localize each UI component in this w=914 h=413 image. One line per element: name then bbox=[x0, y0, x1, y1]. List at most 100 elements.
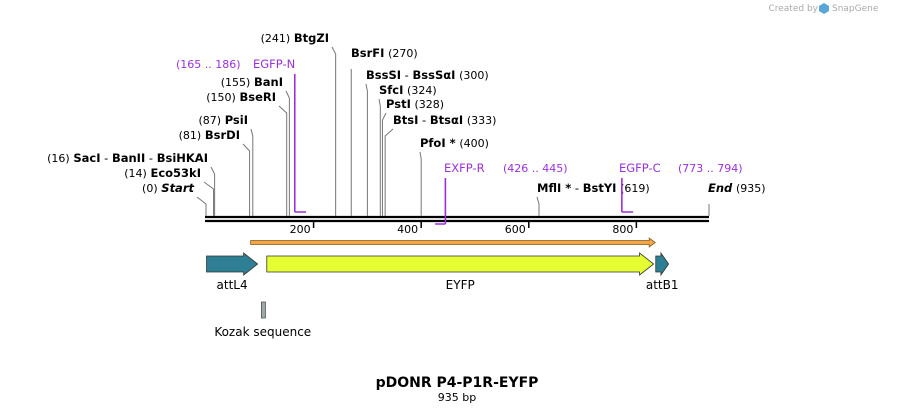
primer-name: EGFP-C bbox=[619, 161, 661, 175]
site-position: (241) bbox=[261, 32, 291, 45]
feature-attb1[interactable]: attB1 bbox=[646, 251, 679, 292]
site-position: (155) bbox=[221, 76, 251, 89]
enzyme-name: BssSαI bbox=[413, 68, 456, 82]
site-line-eco53ki bbox=[203, 181, 215, 216]
enzyme-name: BssSI bbox=[366, 68, 401, 82]
primer-bar bbox=[435, 178, 447, 225]
feature-arrow bbox=[266, 252, 655, 276]
site-line-sfci bbox=[378, 98, 381, 216]
primer-range: (165 .. 186) bbox=[176, 58, 241, 71]
ruler-tick-label: 600 bbox=[505, 223, 526, 236]
site-line-saci bbox=[210, 166, 216, 216]
site-label-pfoi[interactable]: PfoI * (400) bbox=[420, 136, 489, 150]
snapgene-logo-icon bbox=[819, 3, 829, 14]
site-position: (87) bbox=[198, 114, 221, 127]
site-position: (0) bbox=[142, 182, 158, 195]
site-position: (14) bbox=[124, 167, 147, 180]
orf-arrow[interactable] bbox=[250, 237, 656, 248]
primer-name: EXFP-R bbox=[444, 161, 485, 175]
site-label-psii[interactable]: (87) PsiI bbox=[198, 113, 248, 127]
enzyme-name: PfoI bbox=[420, 136, 446, 150]
enzyme-name: PsiI bbox=[225, 113, 248, 127]
primer-exfp-r[interactable]: EXFP-R(426 .. 445) bbox=[435, 161, 568, 225]
credit-brand: SnapGene bbox=[832, 4, 879, 14]
enzyme-name: BstYI bbox=[583, 181, 617, 195]
feature-kozak-sequence[interactable]: Kozak sequence bbox=[214, 301, 311, 339]
site-label-end[interactable]: End (935) bbox=[708, 181, 766, 195]
site-line-btgzi bbox=[331, 46, 337, 216]
primer-range: (773 .. 794) bbox=[678, 162, 743, 175]
site-label-btsi[interactable]: BtsI - BtsαI (333) bbox=[393, 113, 496, 127]
site-label-bsrfi[interactable]: BsrFI (270) bbox=[351, 46, 418, 60]
enzyme-name: BsiHKAI bbox=[157, 151, 208, 165]
site-line-bsrdi bbox=[242, 143, 251, 216]
feature-attl4[interactable]: attL4 bbox=[206, 252, 259, 292]
enzyme-name: BanI bbox=[254, 75, 283, 89]
enzyme-name: SfcI bbox=[379, 83, 403, 97]
site-line-psti bbox=[381, 112, 387, 216]
feature-label: EYFP bbox=[446, 278, 475, 292]
site-line-btsi bbox=[384, 128, 394, 216]
site-position: (270) bbox=[388, 47, 418, 60]
enzyme-name: BsrDI bbox=[205, 128, 240, 142]
site-label-bsssi[interactable]: BssSI - BssSαI (300) bbox=[366, 68, 489, 82]
primer-egfp-c[interactable]: EGFP-C (773 .. 794) bbox=[619, 161, 743, 213]
site-line-start bbox=[196, 196, 207, 216]
site-label-start[interactable]: (0) Start bbox=[142, 181, 194, 195]
enzyme-name: MflI bbox=[537, 181, 561, 195]
primer-bar bbox=[621, 178, 634, 213]
enzyme-name: Eco53kI bbox=[150, 166, 201, 180]
site-label-eco53ki[interactable]: (14) Eco53kI bbox=[124, 166, 201, 180]
enzyme-name: BtgZI bbox=[294, 31, 329, 45]
site-position: (81) bbox=[179, 129, 202, 142]
site-lines bbox=[196, 46, 710, 216]
enzyme-name: BanII bbox=[112, 151, 145, 165]
ruler-tick-label: 400 bbox=[397, 223, 418, 236]
site-position: (16) bbox=[47, 152, 70, 165]
feature-eyfp[interactable]: EYFP bbox=[266, 252, 655, 292]
enzyme-name: End bbox=[708, 181, 733, 195]
site-line-pfoi bbox=[419, 151, 422, 216]
site-separator: - bbox=[418, 113, 429, 127]
site-line-bsssi bbox=[365, 83, 368, 216]
site-separator: - bbox=[145, 151, 156, 165]
enzyme-name: BseRI bbox=[239, 90, 276, 104]
site-line-psii bbox=[250, 128, 254, 216]
feature-arrow bbox=[655, 251, 670, 277]
primer-bar bbox=[293, 74, 307, 213]
site-separator: - bbox=[571, 181, 582, 195]
site-label-saci[interactable]: (16) SacI - BanII - BsiHKAI bbox=[47, 151, 208, 165]
site-label-btgzi[interactable]: (241) BtgZI bbox=[261, 31, 329, 45]
enzyme-name: BtsαI bbox=[430, 113, 463, 127]
site-position: (400) bbox=[459, 137, 489, 150]
sequence-backbone[interactable] bbox=[205, 215, 709, 223]
site-position: (328) bbox=[415, 98, 445, 111]
site-separator: - bbox=[101, 151, 112, 165]
feature-box bbox=[261, 301, 266, 319]
primer-name: EGFP-N bbox=[253, 57, 295, 71]
ruler-tick-label: 200 bbox=[290, 223, 311, 236]
primer-egfp-n[interactable]: (165 .. 186) EGFP-N bbox=[176, 57, 307, 213]
site-labels[interactable]: (0) Start(14) Eco53kI(16) SacI - BanII -… bbox=[47, 31, 765, 195]
enzyme-name: Start bbox=[161, 181, 194, 195]
site-position: (324) bbox=[407, 84, 437, 97]
site-position: (619) bbox=[620, 182, 650, 195]
plasmid-length: 935 bp bbox=[438, 391, 476, 404]
site-separator: - bbox=[401, 68, 412, 82]
site-position: (935) bbox=[736, 182, 766, 195]
site-label-bsrdi[interactable]: (81) BsrDI bbox=[179, 128, 240, 142]
feature-label: attB1 bbox=[646, 278, 679, 292]
site-line-mfli bbox=[536, 196, 540, 216]
primers[interactable]: (165 .. 186) EGFP-N EXFP-R(426 .. 445) EGFP… bbox=[176, 57, 743, 225]
site-label-mfli[interactable]: MflI * - BstYI (619) bbox=[537, 181, 650, 195]
site-label-bani[interactable]: (155) BanI bbox=[221, 75, 283, 89]
site-label-sfci[interactable]: SfcI (324) bbox=[379, 83, 437, 97]
site-label-psti[interactable]: PstI (328) bbox=[386, 97, 444, 111]
feature-arrow bbox=[206, 252, 259, 276]
plasmid-title: pDONR P4-P1R-EYFP bbox=[376, 375, 539, 391]
site-label-bseri[interactable]: (150) BseRI bbox=[206, 90, 276, 104]
site-position: (333) bbox=[467, 114, 497, 127]
